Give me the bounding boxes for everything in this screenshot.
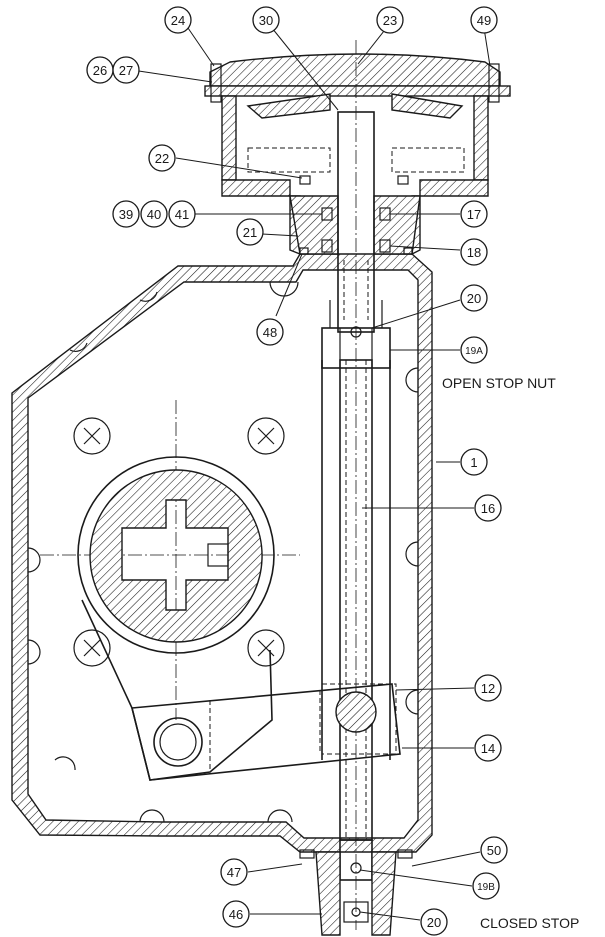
svg-text:14: 14 — [481, 741, 495, 756]
svg-text:20: 20 — [427, 915, 441, 930]
svg-text:27: 27 — [119, 63, 133, 78]
svg-text:19B: 19B — [477, 882, 495, 893]
svg-text:22: 22 — [155, 151, 169, 166]
balloon-30: 30 — [252, 6, 280, 34]
closed-stop-note: CLOSED STOP — [480, 915, 579, 931]
svg-text:47: 47 — [227, 865, 241, 880]
svg-text:48: 48 — [263, 325, 277, 340]
balloon-19A: 19A — [460, 336, 488, 364]
svg-text:26: 26 — [93, 63, 107, 78]
balloon-23: 23 — [376, 6, 404, 34]
svg-text:24: 24 — [171, 13, 185, 28]
balloon-24: 24 — [164, 6, 192, 34]
balloon-20-top: 20 — [460, 284, 488, 312]
balloon-17: 17 — [460, 200, 488, 228]
svg-text:17: 17 — [467, 207, 481, 222]
svg-text:21: 21 — [243, 225, 257, 240]
svg-text:46: 46 — [229, 907, 243, 922]
input-shaft — [299, 40, 413, 936]
svg-text:40: 40 — [147, 207, 161, 222]
balloon-40: 40 — [140, 200, 168, 228]
housing-body — [11, 253, 433, 853]
balloon-22: 22 — [148, 144, 176, 172]
svg-text:50: 50 — [487, 843, 501, 858]
crank-quadrant — [40, 400, 401, 781]
balloon-14: 14 — [474, 734, 502, 762]
svg-text:18: 18 — [467, 245, 481, 260]
svg-text:49: 49 — [477, 13, 491, 28]
svg-text:23: 23 — [383, 13, 397, 28]
svg-text:19A: 19A — [465, 346, 483, 357]
balloon-19B: 19B — [472, 872, 500, 900]
balloon-49: 49 — [470, 6, 498, 34]
balloon-26: 26 — [86, 56, 114, 84]
balloon-21: 21 — [236, 218, 264, 246]
balloon-41: 41 — [168, 200, 196, 228]
svg-text:30: 30 — [259, 13, 273, 28]
balloon-50: 50 — [480, 836, 508, 864]
balloon-20-bottom: 20 — [420, 908, 448, 936]
open-stop-nut-note: OPEN STOP NUT — [442, 375, 556, 391]
balloon-47: 47 — [220, 858, 248, 886]
leader-lines — [131, 25, 491, 921]
balloon-16: 16 — [474, 494, 502, 522]
balloon-1: 1 — [460, 448, 488, 476]
svg-text:12: 12 — [481, 681, 495, 696]
svg-text:1: 1 — [470, 455, 477, 470]
svg-text:16: 16 — [481, 501, 495, 516]
svg-text:41: 41 — [175, 207, 189, 222]
balloon-46: 46 — [222, 900, 250, 928]
balloon-12: 12 — [474, 674, 502, 702]
svg-text:20: 20 — [467, 291, 481, 306]
balloon-18: 18 — [460, 238, 488, 266]
balloon-39: 39 — [112, 200, 140, 228]
balloon-27: 27 — [112, 56, 140, 84]
balloon-48: 48 — [256, 318, 284, 346]
svg-text:39: 39 — [119, 207, 133, 222]
